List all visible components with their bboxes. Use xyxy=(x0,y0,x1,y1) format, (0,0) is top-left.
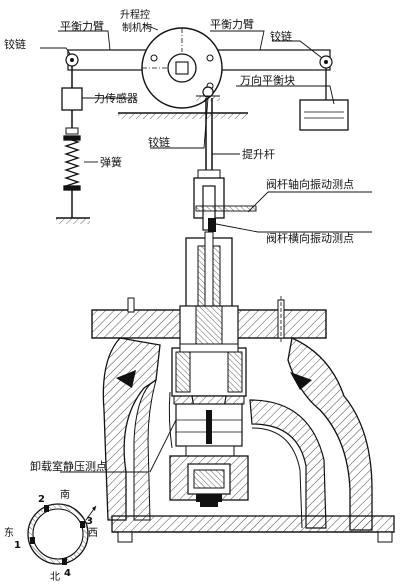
valve-body xyxy=(91,231,395,543)
compass-south: 南 xyxy=(60,488,70,501)
point-2: 2 xyxy=(38,494,45,505)
label-counterweight: 万向平衡块 xyxy=(240,73,295,87)
label-unload-chamber: 卸载室静压测点 xyxy=(30,459,107,473)
lift-rod xyxy=(193,98,257,232)
compass-north: 北 xyxy=(50,571,60,583)
label-hinge-top-right: 铰链 xyxy=(270,29,292,43)
label-hinge-top-left: 铰链 xyxy=(4,37,26,51)
label-spring: 弹簧 xyxy=(100,155,122,169)
label-lift-rod: 提升杆 xyxy=(242,147,275,161)
labels: 铰链 平衡力臂 升程控 制机构 平衡力臂 铰链 力传感器 万向平衡块 弹簧 铰链… xyxy=(4,8,354,473)
label-hinge-mid: 铰链 xyxy=(148,135,170,149)
point-1: 1 xyxy=(14,540,21,551)
label-force-sensor: 力传感器 xyxy=(94,92,138,105)
label-balance-arm-right: 平衡力臂 xyxy=(210,18,254,31)
label-lift-control-1: 升程控 xyxy=(120,8,150,21)
label-lift-control-2: 制机构 xyxy=(122,21,152,34)
counterweight-box xyxy=(299,99,349,131)
pipe-section-inset: 南 东 西 北 1 2 3 4 xyxy=(4,488,98,583)
point-3: 3 xyxy=(86,516,93,527)
compass-west: 西 xyxy=(88,528,98,539)
label-stem-lateral: 阀杆横向振动测点 xyxy=(266,231,354,245)
spring xyxy=(63,135,81,191)
leader-lines xyxy=(40,23,372,473)
compass-east: 东 xyxy=(4,526,14,539)
label-stem-axial: 阀杆轴向振动测点 xyxy=(266,177,354,191)
counterweight-assembly xyxy=(299,68,349,131)
force-sensor xyxy=(61,87,83,111)
point-4: 4 xyxy=(64,568,71,579)
label-balance-arm-left: 平衡力臂 xyxy=(60,20,104,33)
left-spring-chain xyxy=(56,66,90,224)
